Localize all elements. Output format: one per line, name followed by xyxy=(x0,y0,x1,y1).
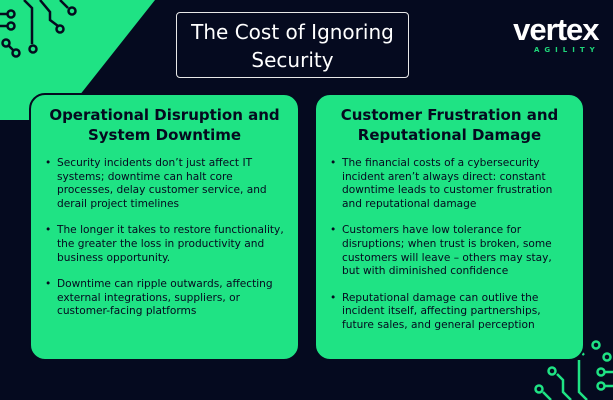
logo-tagline: AGILITY xyxy=(534,46,600,54)
bullet-item: The longer it takes to restore functiona… xyxy=(43,224,286,265)
bullet-item: Downtime can ripple outwards, affecting … xyxy=(43,278,286,319)
vertex-agility-logo: vertex AGILITY xyxy=(512,12,600,55)
card-heading: Operational Disruption and System Downti… xyxy=(49,106,280,144)
card-heading: Customer Frustration and Reputational Da… xyxy=(340,106,559,144)
bullet-item: Security incidents don’t just affect IT … xyxy=(43,157,286,211)
logo-wordmark: vertex xyxy=(513,12,599,47)
page-title: The Cost of Ignoring Security xyxy=(176,12,409,78)
card-customer-frustration: Customer Frustration and Reputational Da… xyxy=(314,93,585,361)
card-operational-disruption: Operational Disruption and System Downti… xyxy=(29,93,300,361)
bullet-item: Reputational damage can outlive the inci… xyxy=(328,292,571,333)
bullet-item: Customers have low tolerance for disrupt… xyxy=(328,224,571,278)
bullet-item: The financial costs of a cybersecurity i… xyxy=(328,157,571,211)
